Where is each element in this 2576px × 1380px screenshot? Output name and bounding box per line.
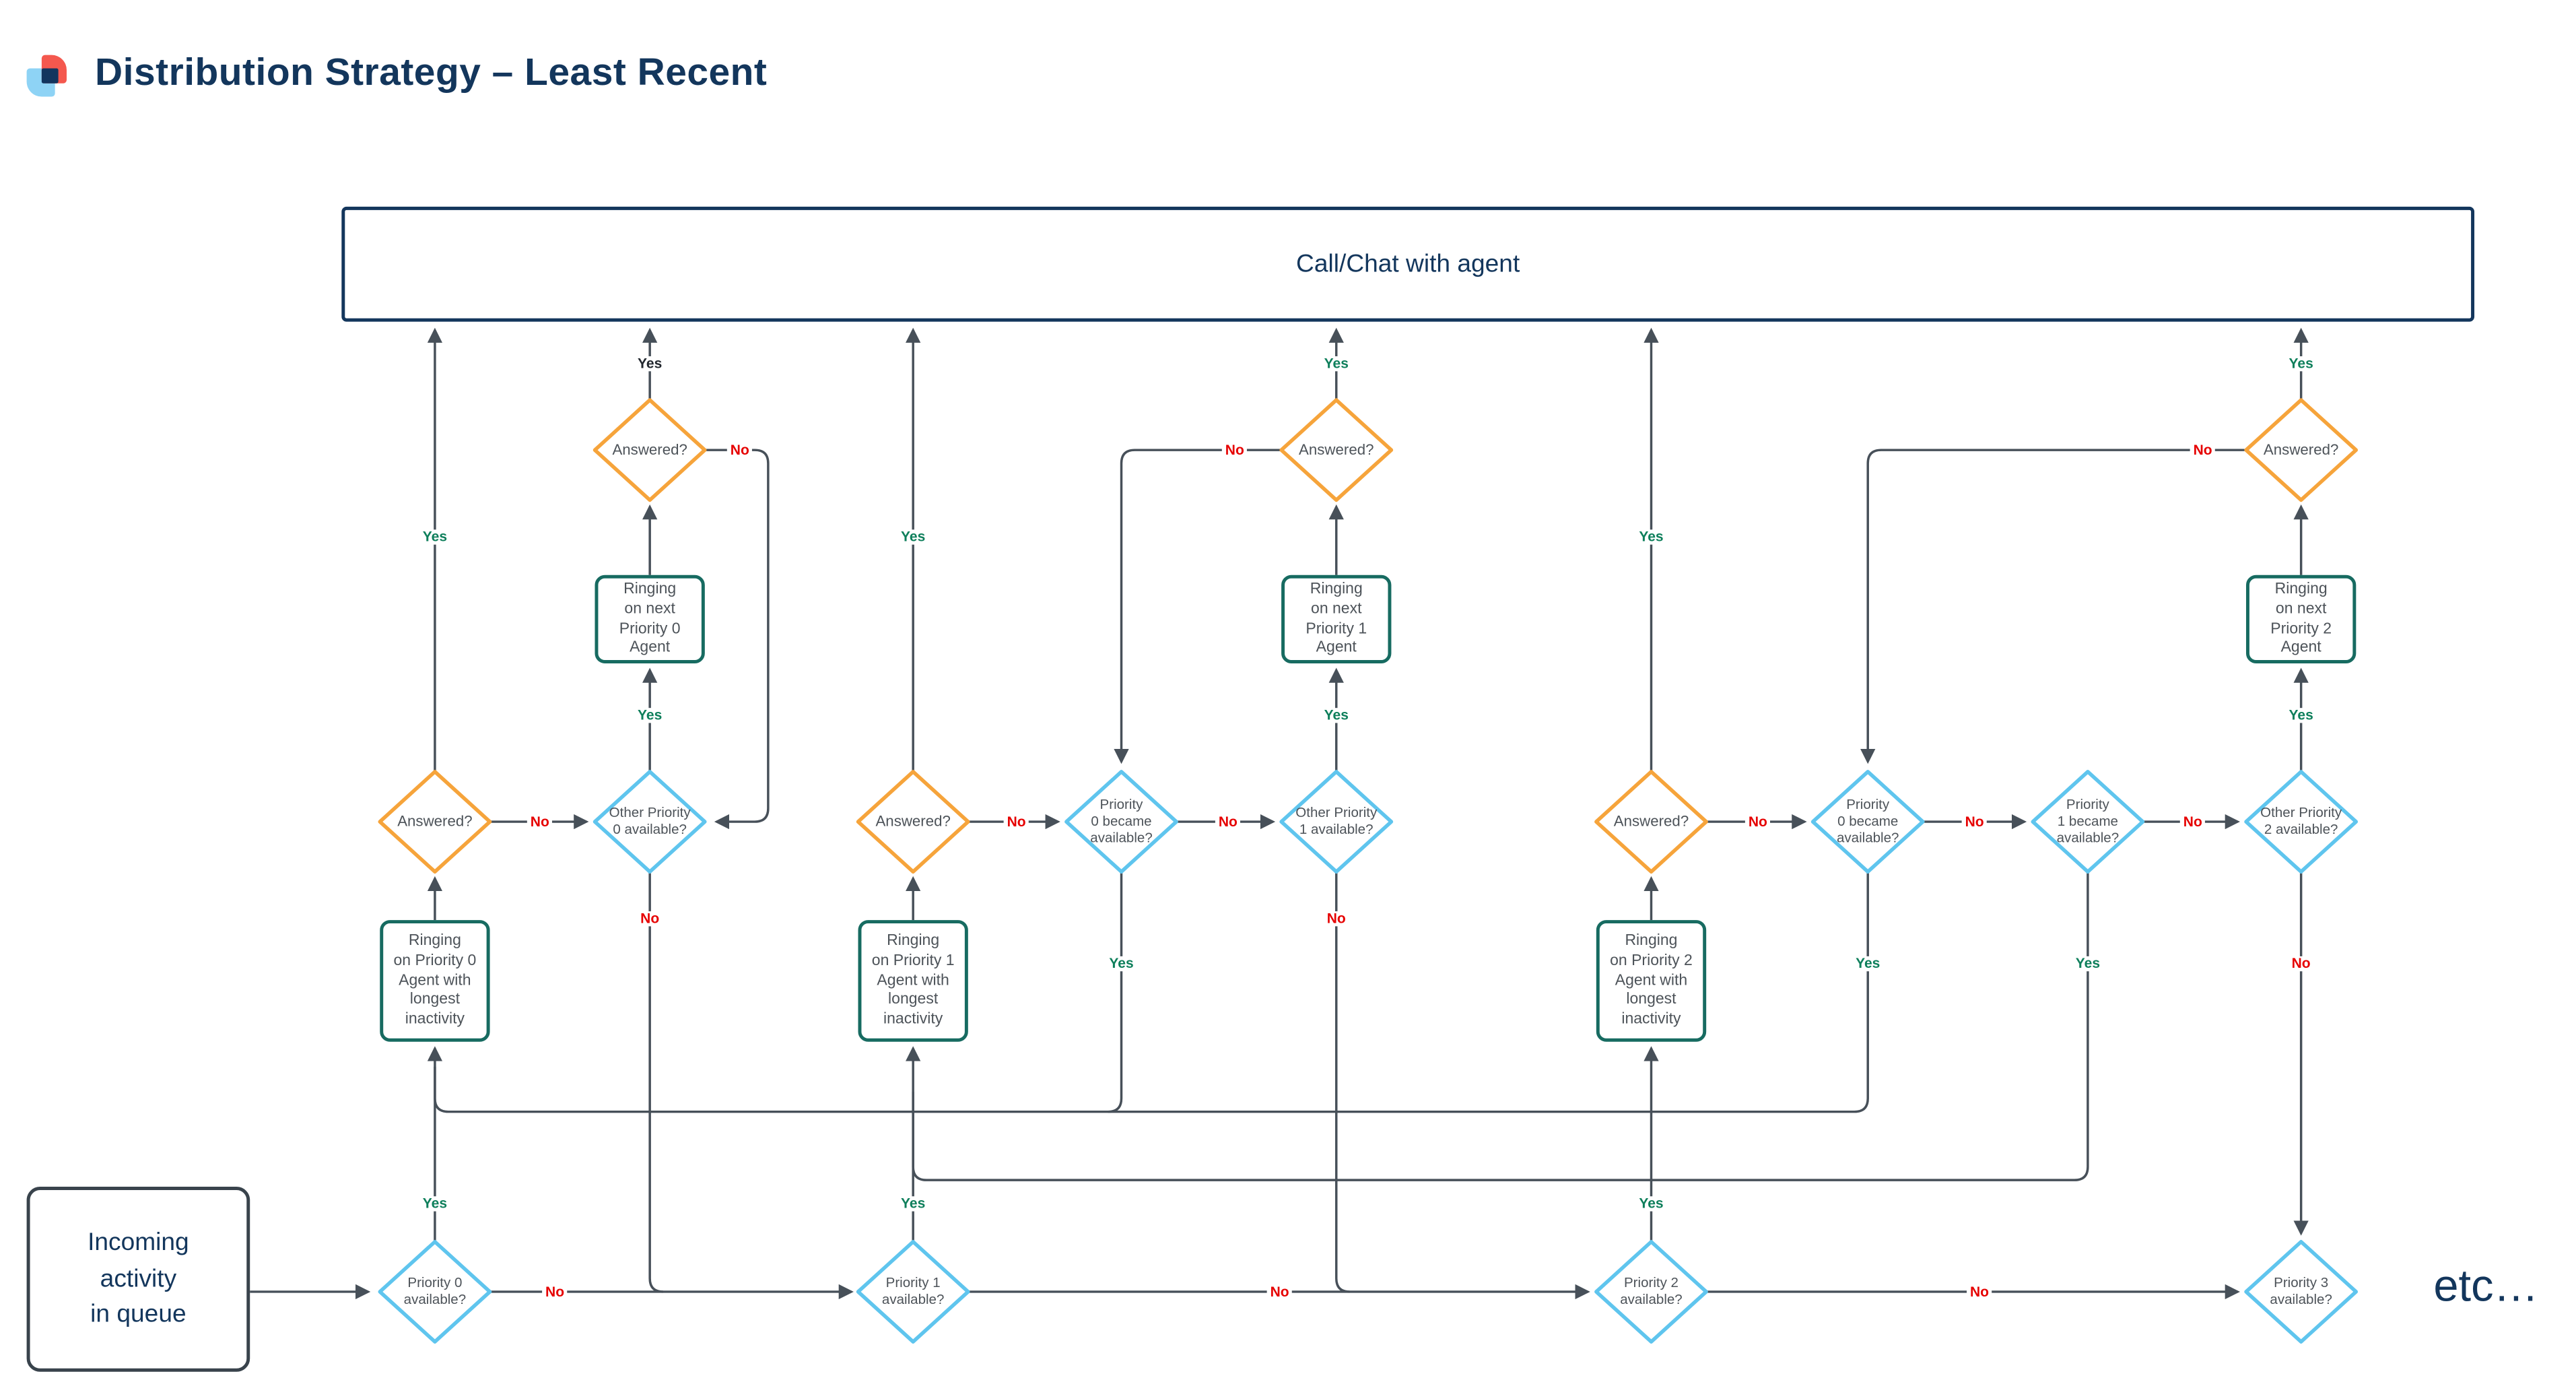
no-label: No: [1967, 1284, 1993, 1299]
diamond-p0-available[interactable]: [378, 1239, 492, 1344]
no-label: No: [527, 815, 553, 829]
p3-available-label: Priority 3 available?: [2270, 1274, 2332, 1307]
edge-topanswered-f-no-loop[interactable]: [1114, 449, 1282, 764]
yes-label: Yes: [1635, 529, 1667, 544]
diamond-p0-became[interactable]: [1064, 770, 1178, 874]
edge-p1became-return[interactable]: [912, 872, 2089, 1181]
diamond-p3-available[interactable]: [2244, 1239, 2359, 1344]
p2-available-label: Priority 2 available?: [1620, 1274, 1683, 1307]
diamond-other-p2[interactable]: [2244, 770, 2359, 874]
diamond-other-p0[interactable]: [592, 770, 707, 874]
diamond-answered-1[interactable]: [378, 770, 492, 874]
no-label: No: [637, 911, 663, 926]
diamond-p2-available[interactable]: [1594, 1239, 1708, 1344]
other-p0-label: Other Priority 0 available?: [609, 803, 691, 837]
yes-label: Yes: [2285, 356, 2317, 371]
edge-topanswered-b-no-loop[interactable]: [704, 449, 770, 830]
answered-2-label: Answered?: [875, 812, 951, 830]
diamond-p1-became[interactable]: [2031, 770, 2145, 874]
no-label: No: [1003, 815, 1029, 829]
no-label: No: [1215, 815, 1241, 829]
ring-next-p2-node[interactable]: Ringing on next Priority 2 Agent: [2245, 574, 2357, 663]
yes-label: Yes: [1320, 356, 1352, 371]
yes-label: Yes: [419, 529, 450, 544]
p0-became-2-label: Priority 0 became available?: [1836, 795, 1899, 845]
ring-next-p0-node[interactable]: Ringing on next Priority 0 Agent: [595, 574, 705, 663]
incoming-activity-node[interactable]: Incoming activity in queue: [26, 1187, 250, 1372]
etc-text: etc…: [2433, 1261, 2539, 1311]
ring-p2-longest-node[interactable]: Ringing on Priority 2 Agent with longest…: [1596, 920, 1707, 1042]
answered-top-3-label: Answered?: [2263, 441, 2339, 458]
yes-label: Yes: [2072, 956, 2103, 971]
answered-1-label: Answered?: [397, 812, 473, 830]
diamond-other-p1[interactable]: [1279, 770, 1394, 874]
diamond-p0-became-2[interactable]: [1810, 770, 1925, 874]
edge-otherp0-no-drop[interactable]: [648, 872, 664, 1293]
yes-label: Yes: [1320, 708, 1352, 723]
no-label: No: [1266, 1284, 1293, 1299]
yes-label: Yes: [634, 708, 666, 723]
p0-available-label: Priority 0 available?: [403, 1274, 467, 1307]
ring-p1-longest-node[interactable]: Ringing on Priority 1 Agent with longest…: [858, 920, 968, 1042]
diamond-answered-2[interactable]: [856, 770, 970, 874]
page-title: Distribution Strategy – Least Recent: [95, 50, 768, 94]
diamond-p1-available[interactable]: [856, 1239, 970, 1344]
no-label: No: [1221, 443, 1248, 457]
no-label: No: [2190, 443, 2216, 457]
logo-navy-shape: [41, 68, 59, 84]
no-label: No: [1323, 911, 1349, 926]
edge-p0became-yes-merge[interactable]: [1108, 872, 1123, 1113]
edge-otherp1-no-drop[interactable]: [1335, 872, 1350, 1293]
answered-3-label: Answered?: [1613, 812, 1689, 830]
ring-p0-longest-node[interactable]: Ringing on Priority 0 Agent with longest…: [380, 920, 490, 1042]
yes-label: Yes: [634, 356, 666, 371]
p1-became-label: Priority 1 became available?: [2056, 795, 2120, 845]
no-label: No: [2179, 815, 2206, 829]
yes-label: Yes: [897, 1196, 929, 1211]
diamond-answered-top-2[interactable]: [1279, 398, 1394, 502]
no-label: No: [2288, 956, 2314, 971]
other-p2-label: Other Priority 2 available?: [2260, 803, 2342, 837]
yes-label: Yes: [419, 1196, 450, 1211]
p1-available-label: Priority 1 available?: [881, 1274, 945, 1307]
lucid-logo-icon: [26, 55, 70, 98]
no-label: No: [726, 443, 753, 457]
diamond-answered-3[interactable]: [1594, 770, 1708, 874]
no-label: No: [1961, 815, 1988, 829]
no-label: No: [1744, 815, 1771, 829]
diamond-answered-top-3[interactable]: [2244, 398, 2359, 502]
yes-label: Yes: [1106, 956, 1137, 971]
answered-top-1-label: Answered?: [612, 441, 687, 458]
answered-top-2-label: Answered?: [1299, 441, 1374, 458]
call-chat-terminator[interactable]: Call/Chat with agent: [341, 206, 2475, 322]
edge-topanswered-k-no-loop[interactable]: [1860, 449, 2245, 764]
yes-label: Yes: [1852, 956, 1884, 971]
yes-label: Yes: [1635, 1196, 1667, 1211]
diamond-answered-top-1[interactable]: [592, 398, 707, 502]
yes-label: Yes: [897, 529, 929, 544]
edge-p0became-return[interactable]: [434, 872, 1869, 1113]
no-label: No: [542, 1284, 568, 1299]
p0-became-label: Priority 0 became available?: [1090, 795, 1153, 845]
other-p1-label: Other Priority 1 available?: [1295, 803, 1378, 837]
ring-next-p1-node[interactable]: Ringing on next Priority 1 Agent: [1281, 574, 1392, 663]
yes-label: Yes: [2285, 708, 2317, 723]
